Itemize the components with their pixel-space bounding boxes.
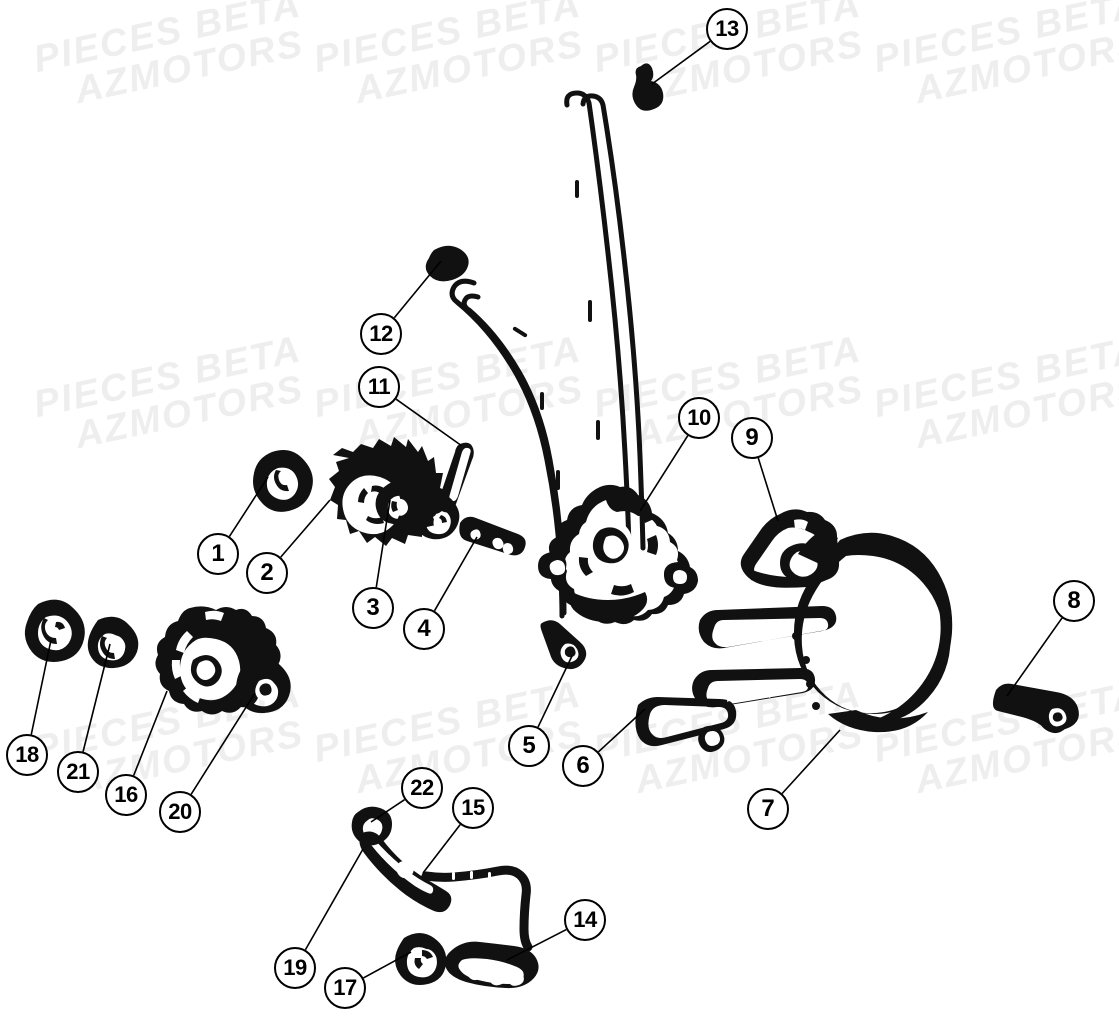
callout-9[interactable]: 9 xyxy=(731,417,773,459)
part-13-pipe-cap-rear xyxy=(632,63,664,111)
part-1-nut xyxy=(253,450,313,512)
callout-2[interactable]: 2 xyxy=(246,552,288,594)
callout-number: 6 xyxy=(576,752,590,779)
callout-number: 17 xyxy=(333,975,357,1000)
part-4-shaft-pin xyxy=(459,516,526,556)
callout-17[interactable]: 17 xyxy=(324,967,366,1009)
callout-number: 20 xyxy=(168,799,192,824)
part-3-washer-b xyxy=(413,493,460,540)
part-20-spacer xyxy=(236,657,291,714)
callout-3[interactable]: 3 xyxy=(352,587,394,629)
callout-number: 12 xyxy=(369,321,393,346)
callout-number: 13 xyxy=(715,16,739,41)
part-15-oil-hose-ribs xyxy=(452,871,513,925)
callout-number: 21 xyxy=(66,759,90,784)
callout-number: 10 xyxy=(687,405,711,430)
part-5-screw xyxy=(540,620,587,670)
part-16-driven-gear xyxy=(155,606,281,715)
callout-number: 7 xyxy=(761,795,775,822)
callout-14[interactable]: 14 xyxy=(564,899,606,941)
part-21-washer-small xyxy=(87,616,139,669)
callout-number: 2 xyxy=(260,559,274,586)
callout-number: 19 xyxy=(283,955,307,980)
callout-12[interactable]: 12 xyxy=(360,313,402,355)
part-22-bracket-plate xyxy=(351,806,392,846)
part-14-hose-fitting xyxy=(444,941,539,989)
callout-number: 5 xyxy=(522,732,536,759)
callout-number: 16 xyxy=(114,782,138,807)
callout-4[interactable]: 4 xyxy=(403,608,445,650)
callout-10[interactable]: 10 xyxy=(678,397,720,439)
part-8-socket-bolt xyxy=(992,683,1079,734)
part-13-rear-pipe-ticks xyxy=(575,180,600,440)
callout-21[interactable]: 21 xyxy=(57,751,99,793)
part-17-clip xyxy=(395,933,447,985)
callout-5[interactable]: 5 xyxy=(508,725,550,767)
callout-number: 8 xyxy=(1067,587,1081,614)
part-6-roller-pin xyxy=(635,697,737,753)
callout-number: 18 xyxy=(15,742,39,767)
part-13-rear-pipe xyxy=(564,90,646,551)
part-12-front-pipe-ticks xyxy=(512,326,560,490)
callout-18[interactable]: 18 xyxy=(6,734,48,776)
callout-7[interactable]: 7 xyxy=(747,788,789,830)
part-10-oil-pump-body xyxy=(538,484,698,625)
callout-19[interactable]: 19 xyxy=(274,947,316,989)
callout-16[interactable]: 16 xyxy=(105,774,147,816)
callout-number: 4 xyxy=(417,615,431,642)
part-12-pipe-cap-front xyxy=(425,245,469,282)
callout-number: 3 xyxy=(366,594,380,621)
callout-number: 1 xyxy=(211,540,225,567)
callout-number: 14 xyxy=(573,907,597,932)
callout-1[interactable]: 1 xyxy=(197,533,239,575)
callout-15[interactable]: 15 xyxy=(452,787,494,829)
part-7-clutch-cover xyxy=(692,530,953,733)
callout-number: 22 xyxy=(410,775,434,800)
callout-6[interactable]: 6 xyxy=(562,745,604,787)
part-18-bushing xyxy=(24,599,85,662)
callout-number: 15 xyxy=(461,795,485,820)
callout-22[interactable]: 22 xyxy=(401,767,443,809)
callout-20[interactable]: 20 xyxy=(159,791,201,833)
callout-number: 9 xyxy=(745,424,759,451)
part-11-dowel-pin xyxy=(438,442,474,513)
callout-11[interactable]: 11 xyxy=(358,366,400,408)
callout-number: 11 xyxy=(367,374,391,399)
part-19-hose-bracket xyxy=(359,831,452,913)
callout-8[interactable]: 8 xyxy=(1053,580,1095,622)
callout-13[interactable]: 13 xyxy=(706,8,748,50)
